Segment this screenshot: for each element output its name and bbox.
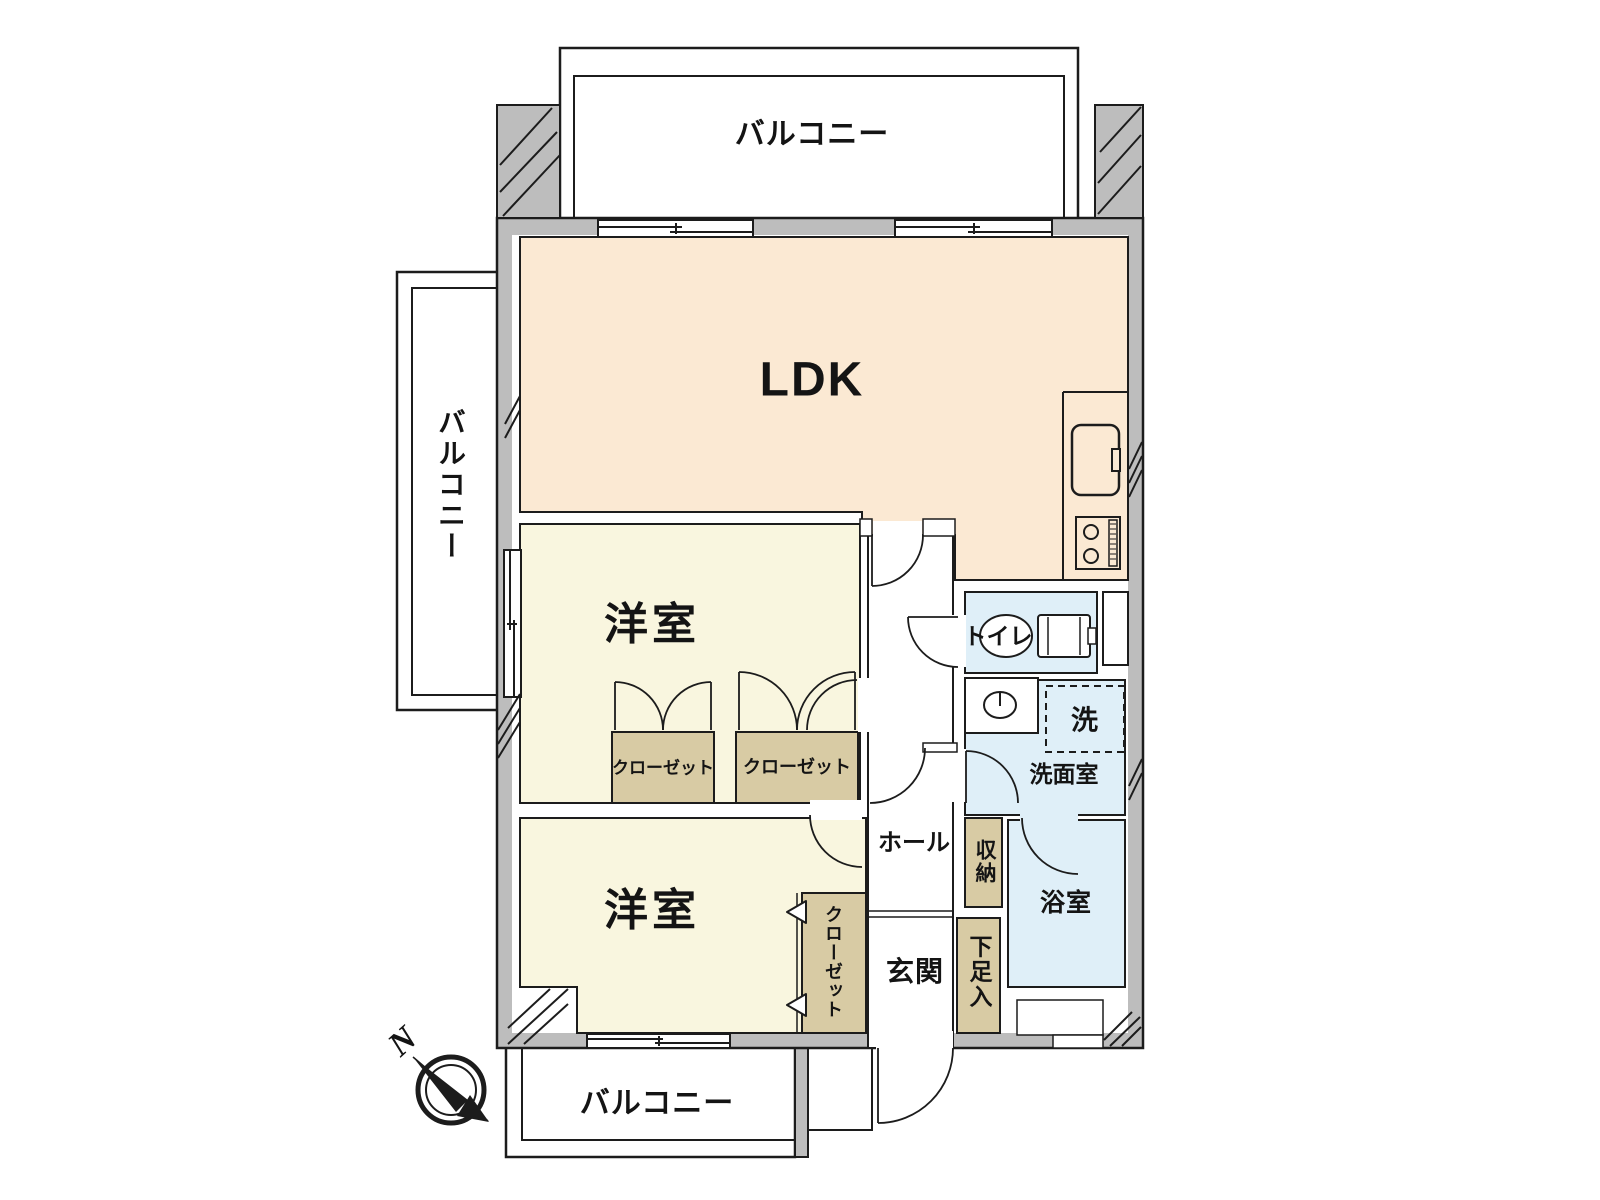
entrance-porch-outline bbox=[808, 1048, 873, 1131]
room-western-lower bbox=[519, 817, 867, 1034]
washing-machine-icon bbox=[1045, 685, 1125, 753]
room-label-ldk: LDK bbox=[759, 353, 865, 407]
toilet-icon bbox=[979, 614, 1097, 658]
room-label-western-upper: 洋室 bbox=[604, 600, 700, 649]
room-label-entrance: 玄関 bbox=[885, 956, 945, 987]
label-shoe-cabinet: 下足入 bbox=[966, 934, 992, 1010]
label-closet-lower: クローゼット bbox=[823, 905, 843, 1019]
label-storage: 収納 bbox=[973, 839, 996, 885]
wall-recess bbox=[1016, 999, 1104, 1036]
wall-recess-small bbox=[1052, 1034, 1104, 1049]
closet-lower-box bbox=[801, 892, 867, 1034]
label-closet-upper-right: クローゼット bbox=[743, 757, 851, 777]
label-laundry: 洗 bbox=[1071, 705, 1099, 736]
room-label-balcony-top: バルコニー bbox=[734, 118, 890, 151]
door-openings bbox=[810, 518, 1078, 1050]
room-label-bathroom: 浴室 bbox=[1039, 889, 1093, 917]
room-label-balcony-left: バルコニー bbox=[435, 407, 466, 563]
room-label-hall: ホール bbox=[878, 829, 950, 857]
doors bbox=[614, 534, 1079, 1124]
washbasin-icon bbox=[964, 677, 1039, 734]
closet-fold-arrows bbox=[786, 900, 807, 1017]
wall-hatching bbox=[497, 106, 1143, 1047]
room-label-balcony-bottom: バルコニー bbox=[579, 1087, 735, 1120]
room-label-western-lower: 洋室 bbox=[604, 886, 700, 935]
shoe-cabinet-box bbox=[956, 917, 1001, 1034]
storage-box bbox=[964, 817, 1003, 908]
room-hall-entrance bbox=[867, 534, 954, 1049]
room-label-toilet: トイレ bbox=[963, 623, 1033, 649]
room-bathroom bbox=[1007, 819, 1126, 988]
balcony-left-outline bbox=[395, 270, 505, 712]
kitchen-counter bbox=[1062, 391, 1128, 580]
closet-upper-right-box bbox=[735, 731, 859, 804]
label-closet-upper-left: クローゼット bbox=[612, 758, 714, 778]
pipe-niche bbox=[1102, 591, 1129, 666]
closet-upper-left-box bbox=[611, 731, 715, 804]
entrance-step bbox=[868, 910, 953, 918]
window-top-right bbox=[894, 219, 1053, 238]
room-label-washroom: 洗面室 bbox=[1029, 761, 1099, 787]
stove-icon bbox=[1075, 516, 1121, 570]
window-top-left bbox=[597, 219, 754, 238]
kitchen-sink-icon bbox=[1070, 423, 1121, 497]
window-left bbox=[503, 549, 522, 698]
balcony-bottom-outline bbox=[504, 1047, 809, 1159]
window-bottom bbox=[586, 1033, 731, 1049]
compass-icon bbox=[412, 1054, 489, 1126]
pillar-top-right bbox=[1094, 104, 1144, 219]
windows bbox=[503, 219, 1053, 1049]
